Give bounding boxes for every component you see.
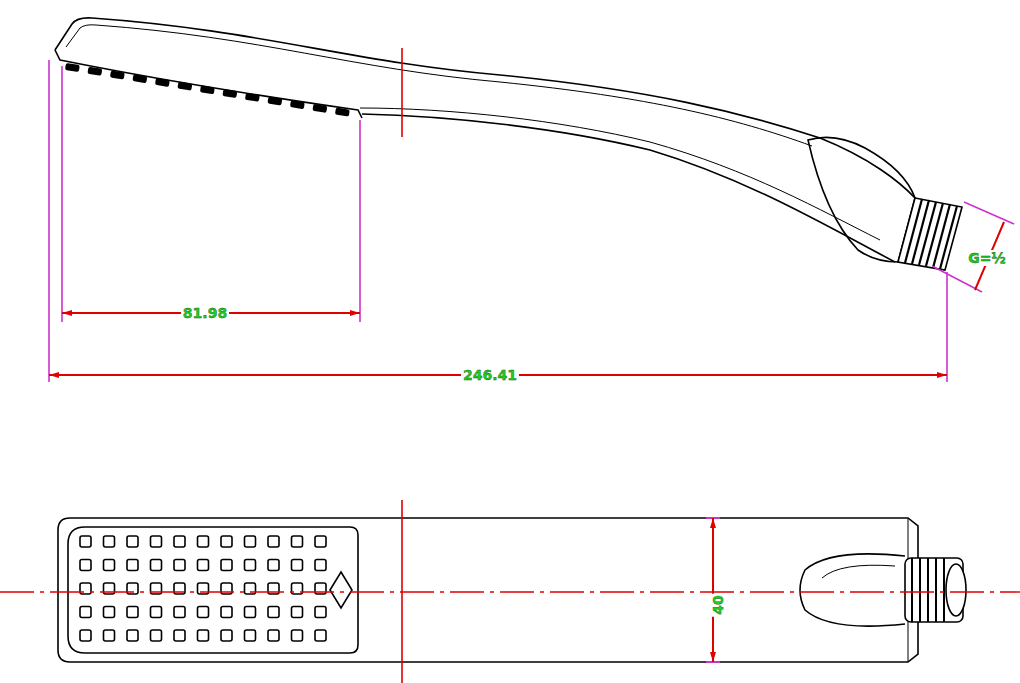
nozzle bbox=[127, 607, 138, 618]
nozzle bbox=[315, 630, 326, 641]
nozzle bbox=[245, 630, 256, 641]
nozzle bbox=[335, 108, 350, 117]
nozzle bbox=[245, 607, 256, 618]
dimension-label: 246.41 bbox=[461, 367, 519, 383]
nozzle bbox=[110, 70, 125, 79]
nozzle bbox=[292, 536, 303, 547]
nozzle bbox=[198, 560, 209, 571]
nozzle bbox=[315, 536, 326, 547]
nozzle bbox=[221, 560, 232, 571]
nozzle bbox=[104, 560, 115, 571]
nozzle bbox=[80, 607, 91, 618]
nozzle bbox=[80, 560, 91, 571]
nozzle bbox=[245, 560, 256, 571]
nozzle bbox=[104, 630, 115, 641]
nozzle bbox=[292, 630, 303, 641]
nozzle bbox=[312, 104, 327, 113]
dimension-label: G=½ bbox=[966, 250, 1008, 266]
nozzle bbox=[80, 536, 91, 547]
nozzle bbox=[198, 607, 209, 618]
nozzle bbox=[290, 100, 305, 109]
nozzle bbox=[132, 74, 147, 83]
dimension-label: 81.98 bbox=[181, 305, 229, 321]
nozzle bbox=[151, 536, 162, 547]
nozzle bbox=[221, 536, 232, 547]
nozzle bbox=[245, 536, 256, 547]
nozzle bbox=[200, 85, 215, 94]
nozzle bbox=[292, 607, 303, 618]
nozzle bbox=[198, 536, 209, 547]
dimension-label: 40 bbox=[710, 593, 726, 616]
nozzle bbox=[174, 630, 185, 641]
nozzle bbox=[268, 560, 279, 571]
nozzle bbox=[65, 63, 80, 72]
nozzle bbox=[174, 560, 185, 571]
nozzle bbox=[177, 82, 192, 91]
nozzle bbox=[268, 536, 279, 547]
nozzle bbox=[127, 560, 138, 571]
nozzle bbox=[267, 96, 282, 105]
nozzle bbox=[104, 536, 115, 547]
nozzle bbox=[127, 536, 138, 547]
nozzle bbox=[221, 607, 232, 618]
nozzle bbox=[155, 78, 170, 87]
nozzle bbox=[127, 630, 138, 641]
nozzle bbox=[315, 607, 326, 618]
nozzle bbox=[222, 89, 237, 98]
nozzle bbox=[104, 607, 115, 618]
nozzle bbox=[268, 607, 279, 618]
nozzle bbox=[151, 630, 162, 641]
nozzle bbox=[174, 536, 185, 547]
nozzle bbox=[80, 630, 91, 641]
nozzle bbox=[221, 630, 232, 641]
nozzle bbox=[245, 93, 260, 102]
nozzle bbox=[151, 560, 162, 571]
nozzle bbox=[315, 560, 326, 571]
nozzle bbox=[87, 67, 102, 76]
nozzle bbox=[174, 607, 185, 618]
nozzle bbox=[268, 630, 279, 641]
nozzle bbox=[151, 607, 162, 618]
nozzle bbox=[292, 560, 303, 571]
nozzle bbox=[198, 630, 209, 641]
